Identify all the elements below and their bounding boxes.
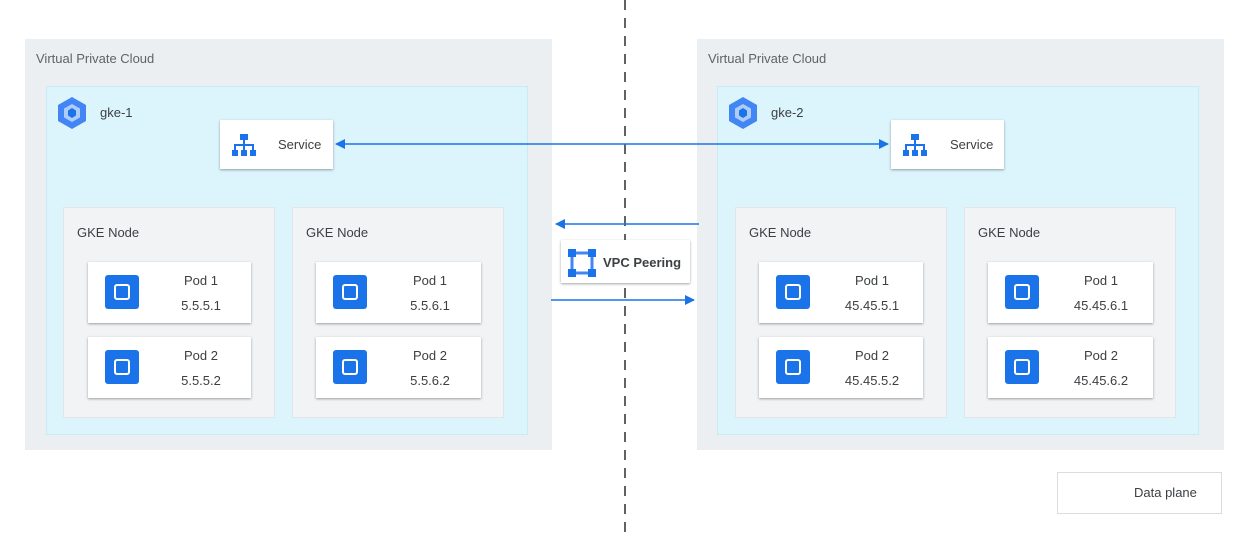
pod-ip: 45.45.6.1 (1073, 298, 1129, 313)
pod-ip: 5.5.6.2 (410, 373, 450, 388)
pod-icon (333, 275, 367, 309)
pod-icon (1005, 275, 1039, 309)
pod-icon (776, 350, 810, 384)
left-node-1-label: GKE Node (77, 225, 140, 240)
pod-name: Pod 1 (184, 273, 218, 288)
right-service-label: Service (950, 137, 994, 152)
load-balancer-icon (903, 134, 927, 156)
pod-ip: 5.5.5.1 (181, 298, 221, 313)
vpc-peering-label: VPC Peering (603, 255, 682, 270)
pod-ip: 5.5.6.1 (410, 298, 450, 313)
right-node-1-label: GKE Node (749, 225, 812, 240)
pod-ip: 45.45.6.2 (1073, 373, 1129, 388)
load-balancer-icon (232, 134, 256, 156)
pod-name: Pod 2 (184, 348, 218, 363)
pod-ip: 5.5.5.2 (181, 373, 221, 388)
pod-icon (105, 350, 139, 384)
pod-name: Pod 1 (413, 273, 447, 288)
pod-icon (333, 350, 367, 384)
pod-ip: 45.45.5.2 (844, 373, 900, 388)
legend (1057, 472, 1222, 514)
left-vpc-label: Virtual Private Cloud (36, 51, 155, 66)
pod-name: Pod 2 (855, 348, 889, 363)
right-node-2-label: GKE Node (978, 225, 1041, 240)
right-vpc-label: Virtual Private Cloud (708, 51, 827, 66)
kubernetes-hexagon-icon (729, 97, 757, 129)
pod-icon (105, 275, 139, 309)
left-cluster-name: gke-1 (100, 105, 133, 120)
pod-icon (1005, 350, 1039, 384)
pod-name: Pod 2 (413, 348, 447, 363)
left-service-label: Service (278, 137, 322, 152)
pod-ip: 45.45.5.1 (844, 298, 900, 313)
right-cluster-name: gke-2 (771, 105, 804, 120)
pod-name: Pod 2 (1084, 348, 1118, 363)
vpc-peering-card[interactable] (561, 240, 690, 283)
vpc-peering-icon (568, 249, 596, 277)
pod-name: Pod 1 (1084, 273, 1118, 288)
left-node-2-label: GKE Node (306, 225, 369, 240)
pod-name: Pod 1 (855, 273, 889, 288)
kubernetes-hexagon-icon (58, 97, 86, 129)
legend-label: Data plane (1134, 485, 1197, 500)
pod-icon (776, 275, 810, 309)
